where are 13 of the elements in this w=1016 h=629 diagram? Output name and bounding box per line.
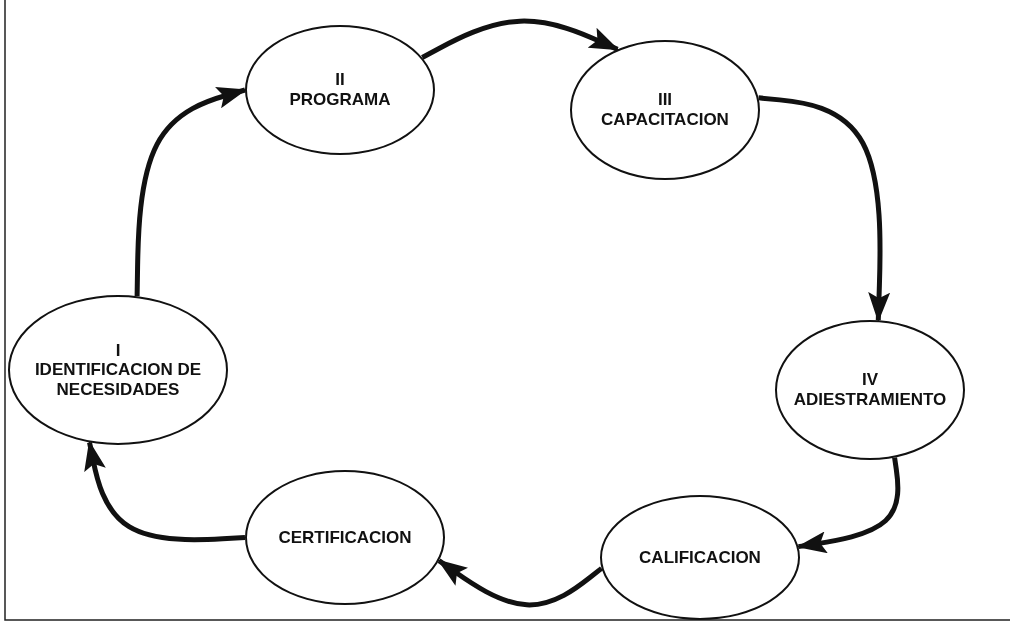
stage-label: PROGRAMA	[289, 90, 391, 110]
stage-label: CAPACITACION	[601, 110, 729, 130]
stage-label: ADIESTRAMIENTO	[793, 390, 947, 410]
stage-label: CERTIFICACION	[278, 527, 412, 548]
stage-label: IDENTIFICACION DE NECESIDADES	[33, 360, 203, 400]
stage-number: III	[657, 90, 673, 110]
stage-number: I	[115, 340, 121, 361]
curved-arrow	[134, 87, 247, 297]
stage-number: II	[335, 70, 345, 90]
stage-label: CALIFICACION	[639, 547, 761, 568]
curved-arrow	[421, 18, 620, 60]
stage-number: IV	[861, 370, 879, 390]
curved-arrow	[758, 95, 891, 323]
